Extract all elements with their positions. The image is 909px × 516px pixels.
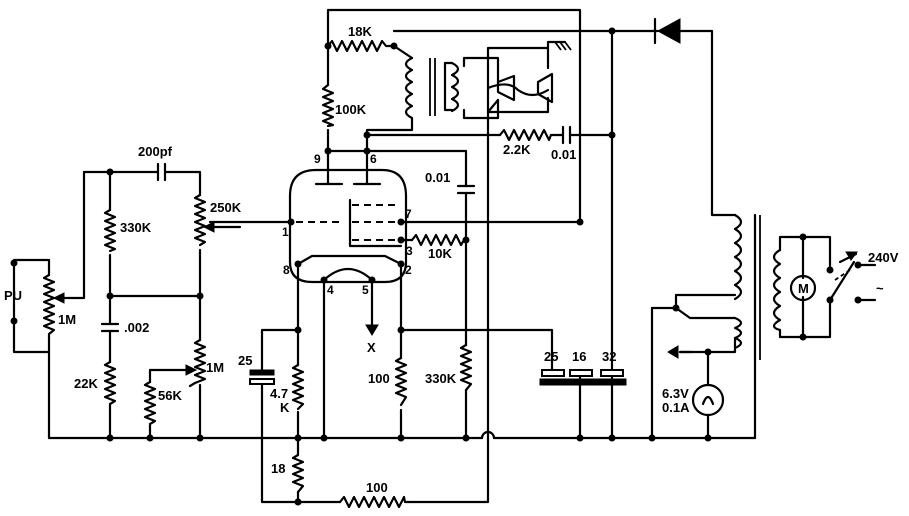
label-100k: 100K bbox=[335, 102, 367, 117]
label-22k: 22K bbox=[74, 376, 98, 391]
output-transformer bbox=[404, 56, 500, 120]
label-1m-volume: 1M bbox=[206, 360, 224, 375]
pin-9: 9 bbox=[314, 152, 321, 166]
label-10k: 10K bbox=[428, 246, 452, 261]
label-100-mid: 100 bbox=[368, 371, 390, 386]
label-lamp-volts: 6.3V bbox=[662, 386, 689, 401]
label-18k: 18K bbox=[348, 24, 372, 39]
output-x-arrow bbox=[365, 324, 379, 336]
resistor-100-bottom bbox=[338, 495, 412, 509]
resistor-4-7k bbox=[291, 363, 305, 411]
potentiometer-1m-volume bbox=[185, 338, 207, 388]
resistor-100k bbox=[321, 83, 335, 128]
pin-1: 1 bbox=[282, 225, 289, 239]
label-cap-block-16: 16 bbox=[572, 349, 586, 364]
resistor-18 bbox=[291, 453, 305, 494]
capacitor-200pf bbox=[156, 162, 167, 182]
label-lamp-amps: 0.1A bbox=[662, 400, 690, 415]
capacitor-002 bbox=[100, 322, 120, 333]
label-330k-left: 330K bbox=[120, 220, 152, 235]
label-002: .002 bbox=[124, 320, 149, 335]
speaker-network bbox=[486, 40, 572, 114]
resistor-10k bbox=[410, 233, 468, 247]
resistor-2-2k bbox=[498, 128, 557, 142]
capacitor-block-25-16-32 bbox=[539, 368, 627, 386]
motor bbox=[789, 274, 817, 302]
wire-crossover bbox=[480, 430, 496, 440]
valve-tube bbox=[288, 168, 408, 284]
pin-2: 2 bbox=[405, 263, 412, 277]
label-100-bottom: 100 bbox=[366, 480, 388, 495]
label-0-01-top: 0.01 bbox=[425, 170, 450, 185]
pilot-lamp bbox=[691, 383, 725, 417]
resistor-22k bbox=[103, 360, 117, 406]
label-1m-pu: 1M bbox=[58, 312, 76, 327]
mains-switch bbox=[826, 251, 877, 304]
resistor-56k bbox=[143, 380, 157, 426]
pin-8: 8 bbox=[283, 263, 290, 277]
label-ac-symbol: ~ bbox=[876, 281, 884, 296]
label-cap-block-25: 25 bbox=[544, 349, 558, 364]
label-56k: 56K bbox=[158, 388, 182, 403]
capacitor-0-01-coupling bbox=[561, 125, 572, 145]
resistor-330k-right bbox=[459, 343, 473, 392]
resistor-18k bbox=[326, 39, 396, 53]
label-18: 18 bbox=[271, 461, 285, 476]
label-4-7: 4.7 bbox=[270, 386, 288, 401]
wiring bbox=[12, 8, 832, 504]
label-4-7-k: K bbox=[280, 400, 290, 415]
label-x-output: X bbox=[367, 340, 376, 355]
label-0-01-coupling: 0.01 bbox=[551, 147, 576, 162]
component-labels: 18K 100K 2.2K 0.01 0.01 200pf 250K 330K … bbox=[4, 24, 899, 495]
label-cap-block-32: 32 bbox=[602, 349, 616, 364]
valve-pin-labels: 9 6 1 7 3 8 2 4 5 bbox=[282, 152, 413, 297]
resistor-330k-left bbox=[103, 208, 117, 253]
capacitor-25-cathode bbox=[249, 369, 275, 385]
label-200pf: 200pf bbox=[138, 144, 173, 159]
potentiometer-1m-pu bbox=[42, 273, 65, 336]
pin-5: 5 bbox=[362, 283, 369, 297]
potentiometer-250k bbox=[193, 193, 242, 247]
label-mains: 240V bbox=[868, 250, 899, 265]
pin-3: 3 bbox=[406, 244, 413, 258]
rectifier-diode bbox=[648, 17, 681, 45]
label-2-2k: 2.2K bbox=[503, 142, 531, 157]
resistor-100-mid bbox=[394, 356, 408, 407]
pin-4: 4 bbox=[327, 283, 334, 297]
capacitor-0-01-top bbox=[456, 184, 476, 195]
label-motor: M bbox=[798, 281, 809, 296]
label-250k: 250K bbox=[210, 200, 242, 215]
label-pu: PU bbox=[4, 288, 22, 303]
pin-7: 7 bbox=[405, 207, 412, 221]
label-330k-right: 330K bbox=[425, 371, 457, 386]
pin-6: 6 bbox=[370, 152, 377, 166]
mains-transformer bbox=[667, 213, 782, 360]
label-cap-25: 25 bbox=[238, 353, 252, 368]
